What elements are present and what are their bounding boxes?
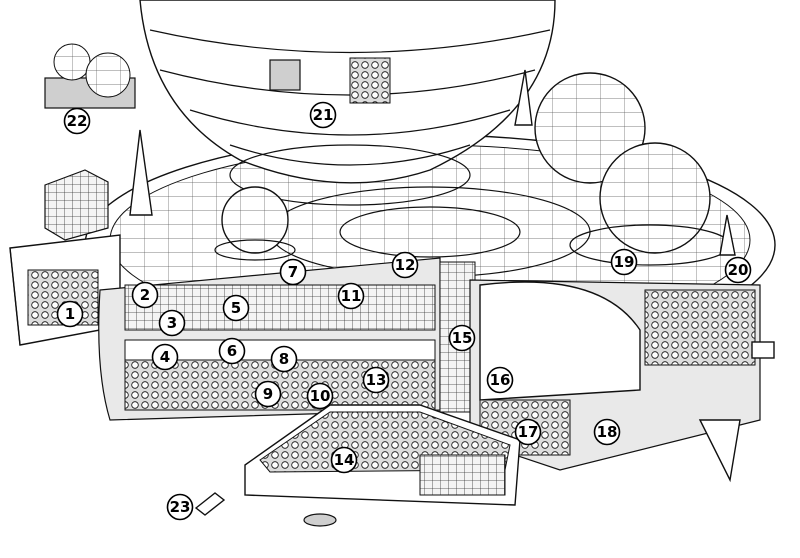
callout-number: 13 [366,371,387,389]
callout-14: 14 [330,446,358,474]
small-probe [194,492,226,516]
callout-number: 15 [452,329,473,347]
callout-marker [222,294,250,322]
callout-marker [486,366,514,394]
callout-marker [158,309,186,337]
callout-number: 16 [490,371,511,389]
callout-3: 3 [158,309,186,337]
callout-17: 17 [514,418,542,446]
callout-number: 2 [140,286,150,304]
callout-12: 12 [391,251,419,279]
callout-number: 14 [334,451,355,469]
pulled-out-wedge [244,404,521,527]
left-hull-block [9,234,121,346]
callout-marker [270,345,298,373]
callout-15: 15 [448,324,476,352]
callout-9: 9 [254,380,282,408]
callout-number: 21 [313,106,334,124]
callout-number: 6 [227,342,237,360]
callout-21: 21 [309,101,337,129]
callout-2: 2 [131,281,159,309]
callout-23: 23 [166,493,194,521]
detached-module [44,43,136,109]
callout-number: 19 [614,253,635,271]
callout-marker [151,343,179,371]
callout-marker [610,248,638,276]
callout-marker [63,107,91,135]
callout-number: 9 [263,385,273,403]
callout-10: 10 [306,382,334,410]
callout-marker [218,337,246,365]
callout-marker [131,281,159,309]
callout-marker [448,324,476,352]
callout-1: 1 [56,300,84,328]
callout-22: 22 [63,107,91,135]
callout-18: 18 [593,418,621,446]
callout-marker [514,418,542,446]
callout-number: 17 [518,423,539,441]
callout-marker [593,418,621,446]
callout-number: 23 [170,498,191,516]
callout-marker [279,258,307,286]
callout-number: 20 [728,261,749,279]
callout-number: 22 [67,112,88,130]
callout-19: 19 [610,248,638,276]
callout-5: 5 [222,294,250,322]
callout-number: 10 [310,387,331,405]
callout-11: 11 [337,282,365,310]
callout-16: 16 [486,366,514,394]
callout-marker [56,300,84,328]
callout-13: 13 [362,366,390,394]
callout-7: 7 [279,258,307,286]
callout-marker [362,366,390,394]
callout-number: 11 [341,287,362,305]
callout-4: 4 [151,343,179,371]
callout-number: 18 [597,423,618,441]
floating-cube [44,169,109,241]
callout-number: 5 [231,299,241,317]
small-deck-sphere [214,186,296,261]
callout-marker [254,380,282,408]
callout-number: 7 [288,263,298,281]
callout-marker [166,493,194,521]
callout-number: 3 [167,314,177,332]
callout-number: 8 [279,350,289,368]
callout-marker [391,251,419,279]
callout-number: 1 [65,305,75,323]
central-sphere [139,0,556,206]
callout-number: 4 [160,348,170,366]
callout-marker [306,382,334,410]
callout-marker [330,446,358,474]
callout-number: 12 [395,256,416,274]
callout-marker [337,282,365,310]
callout-8: 8 [270,345,298,373]
right-cutaway-section [469,279,775,483]
callout-6: 6 [218,337,246,365]
right-upper-sphere [534,72,731,266]
callout-marker [724,256,752,284]
callout-marker [309,101,337,129]
callout-20: 20 [724,256,752,284]
antennas [129,69,736,256]
